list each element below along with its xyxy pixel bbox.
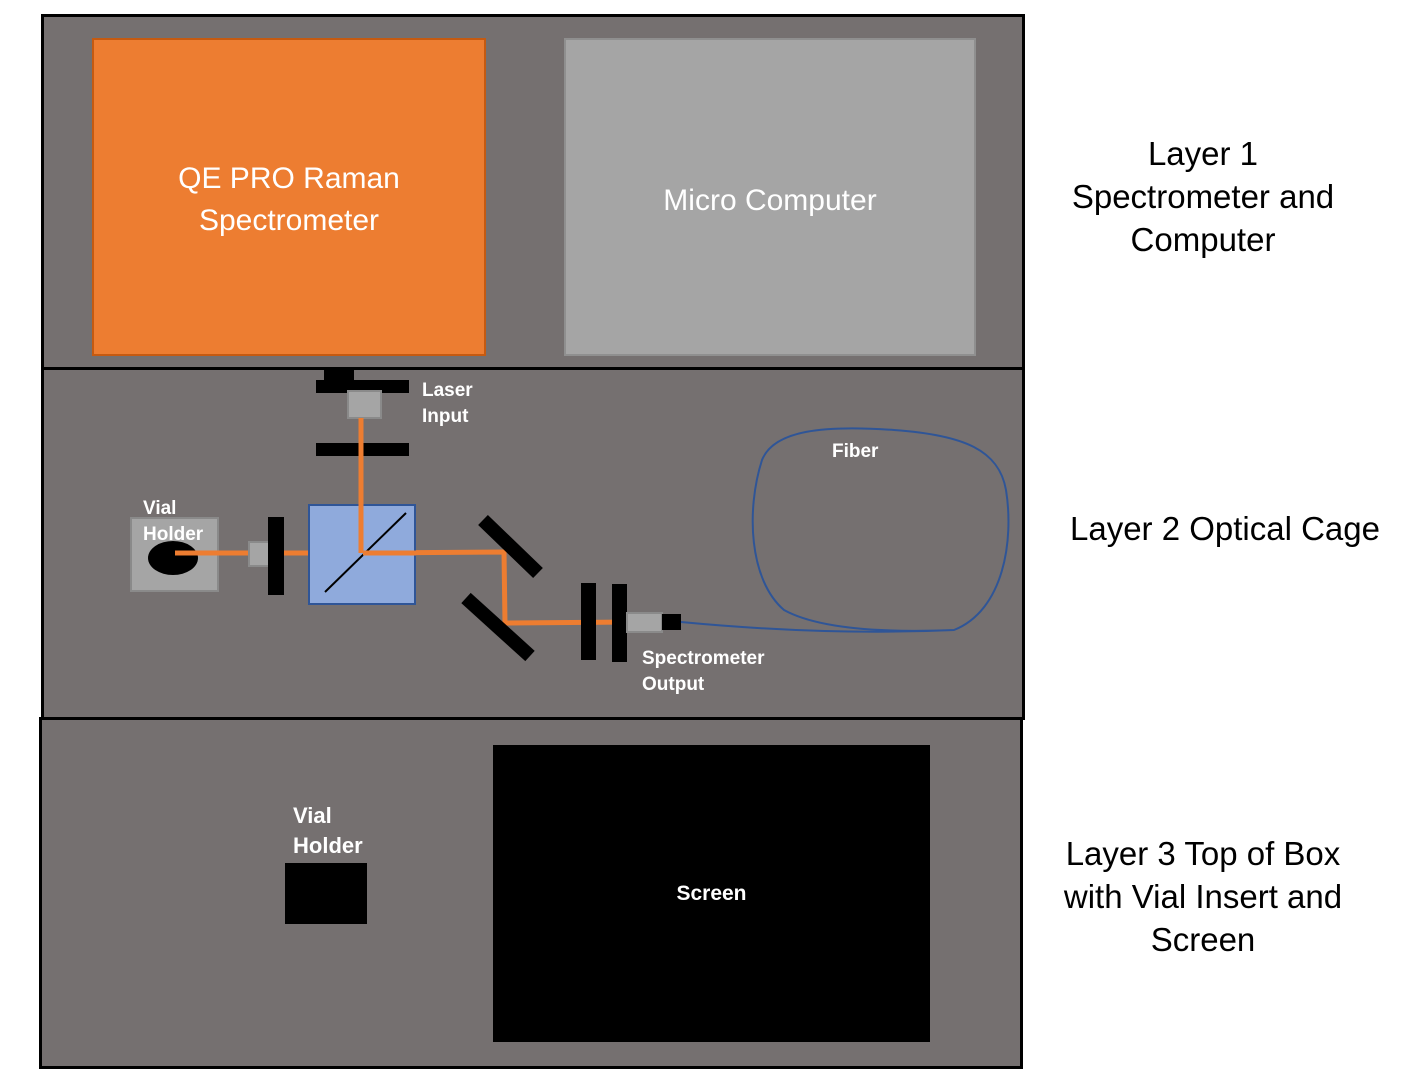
laser-input-label-line1: Laser	[422, 380, 473, 401]
layer-3-subtitle-line3: Screen	[1150, 921, 1256, 958]
vial-insert-slot	[285, 863, 367, 924]
layer-3-panel: Vial Holder Screen	[39, 717, 1023, 1069]
micro-computer-label: Micro Computer	[663, 184, 877, 217]
layer-3-title: Layer 3 Top of Box	[1065, 835, 1341, 872]
qe-pro-spectrometer-box: QE PRO Raman Spectrometer	[92, 38, 486, 356]
lens-mount-plate	[268, 517, 284, 595]
fiber-label: Fiber	[832, 441, 879, 462]
screen-display: Screen	[493, 745, 930, 1042]
mirror-lower	[461, 592, 535, 662]
laser-input-connector	[347, 390, 382, 419]
layer-1-title: Layer 1	[1147, 135, 1259, 172]
spectrometer-output-label-line2: Output	[642, 674, 705, 695]
spectrometer-output-label-line1: Spectrometer	[642, 648, 765, 669]
optical-cage-drawing	[130, 370, 1010, 662]
output-lens-plate-2	[612, 584, 627, 662]
layer-3-subtitle-line2: with Vial Insert and	[1063, 878, 1343, 915]
screen-label: Screen	[676, 882, 747, 905]
vial-holder-label-line2: Holder	[143, 524, 204, 545]
beam-to-output	[361, 549, 635, 626]
vial-holder-label-line1: Vial	[143, 498, 177, 519]
layer-2-title: Layer 2 Optical Cage	[1069, 510, 1380, 547]
layer-2-panel: Laser Input Vial Holder Fiber Spectromet…	[41, 367, 1025, 720]
laser-input-label-line2: Input	[422, 406, 469, 427]
spectrometer-label-line1: QE PRO Raman	[178, 162, 400, 195]
layer-1-panel: QE PRO Raman Spectrometer Micro Computer	[41, 14, 1025, 370]
layer-1-subtitle-line2: Spectrometer and	[1071, 178, 1335, 215]
laser-mount-top-cap	[324, 370, 354, 380]
mirror-upper	[478, 514, 543, 579]
laser-mount-plate-top	[316, 380, 409, 393]
vial-hole	[148, 541, 198, 575]
lens-connector	[248, 541, 270, 567]
fiber-loop	[680, 427, 1010, 633]
vial-insert-label-line1: Vial	[293, 803, 332, 828]
micro-computer-box: Micro Computer	[564, 38, 976, 356]
fiber-connector-tip	[662, 614, 681, 630]
output-connector	[626, 612, 663, 633]
vial-insert-label-line2: Holder	[293, 833, 363, 858]
output-lens-plate-1	[581, 583, 596, 660]
layer-1-subtitle-line3: Computer	[1130, 221, 1276, 258]
spectrometer-label-line2: Spectrometer	[198, 204, 380, 237]
